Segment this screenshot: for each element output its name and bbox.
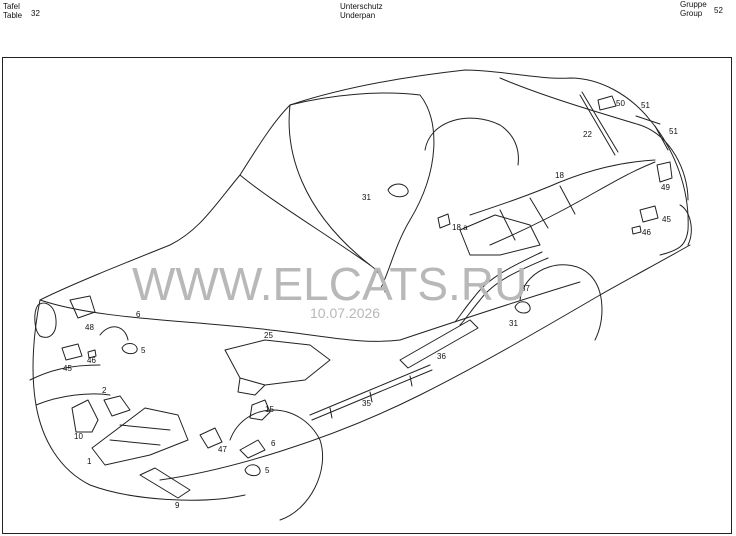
part-label-5b: 5	[265, 466, 270, 475]
table-label-en: Table	[3, 11, 23, 20]
panel-25	[224, 339, 331, 396]
part-label-36: 36	[437, 352, 446, 361]
part-label-50: 50	[616, 99, 625, 108]
headlight	[34, 302, 57, 338]
table-label-de: Tafel	[3, 2, 20, 11]
part-label-6a: 6	[136, 310, 141, 319]
part-label-15: 15	[265, 405, 274, 414]
link-51a	[635, 115, 661, 125]
grommet-5b	[244, 464, 261, 477]
bracket-50	[597, 95, 617, 111]
part-label-9: 9	[175, 501, 180, 510]
part-label-18a: 18 a	[452, 223, 468, 232]
part-label-25: 25	[264, 331, 273, 340]
part-label-22: 22	[583, 130, 592, 139]
bracket-45a	[639, 205, 659, 223]
skid-9	[139, 467, 191, 499]
clip-46b	[87, 349, 97, 359]
part-6b	[239, 439, 266, 459]
watermark-site: WWW.ELCATS.RU	[132, 258, 527, 310]
clip-46a	[631, 225, 642, 235]
part-label-37: 37	[521, 284, 530, 293]
part-label-49: 49	[661, 183, 670, 192]
a-pillar	[288, 104, 371, 266]
strip-36	[399, 319, 479, 369]
bracket-48	[69, 295, 96, 319]
windshield	[239, 174, 386, 293]
link-51b	[654, 125, 669, 151]
group-label: Gruppe Group	[680, 0, 707, 18]
car-body-outline	[32, 69, 689, 501]
part-label-2: 2	[102, 386, 107, 395]
bracket-45b	[61, 343, 83, 361]
side-molding	[399, 281, 581, 341]
grommet-5a	[121, 343, 138, 355]
group-label-en: Group	[680, 9, 703, 18]
mount-31a	[387, 183, 409, 198]
front-bumper	[29, 364, 111, 406]
side-sill	[159, 244, 691, 481]
part-label-48: 48	[85, 323, 94, 332]
rear-wheel-arch	[519, 264, 603, 341]
page-title: Unterschutz Underpan	[340, 2, 383, 20]
watermark-date: 10.07.2026	[310, 305, 380, 321]
group-label-de: Gruppe	[680, 0, 707, 9]
part-label-6b: 6	[271, 439, 276, 448]
part-label-31b: 31	[509, 319, 518, 328]
page-title-en: Underpan	[340, 11, 376, 20]
part-label-5a: 5	[141, 346, 146, 355]
part-label-18: 18	[555, 171, 564, 180]
part-label-1: 1	[87, 457, 92, 466]
strut-22	[579, 91, 619, 156]
part-label-51a: 51	[641, 101, 650, 110]
mount-31b	[514, 301, 531, 314]
bracket-49	[656, 161, 673, 183]
rear-wheel-arch-top	[424, 117, 519, 166]
part-label-31a: 31	[362, 193, 371, 202]
rear-light	[679, 204, 692, 246]
bracket-10	[71, 399, 99, 433]
trunk-line	[499, 77, 689, 201]
sill-35	[309, 364, 433, 421]
part-label-51b: 51	[669, 127, 678, 136]
rail-37	[454, 251, 549, 326]
bracket-47	[199, 427, 223, 449]
part-label-45b: 45	[63, 364, 72, 373]
front-wheel-arch	[229, 409, 324, 521]
frame-18	[469, 159, 656, 246]
clip-18a	[437, 213, 451, 229]
part-label-47: 47	[218, 445, 227, 454]
part-label-45a: 45	[662, 215, 671, 224]
part-6a	[99, 326, 129, 341]
part-label-46b: 46	[87, 356, 96, 365]
table-number: 32	[31, 9, 40, 18]
underpan-1	[91, 407, 189, 466]
part-label-46a: 46	[642, 228, 651, 237]
page-title-de: Unterschutz	[340, 2, 383, 11]
panel-18	[459, 214, 541, 256]
part-label-10: 10	[74, 432, 83, 441]
part-2	[103, 395, 131, 417]
part-label-35: 35	[362, 399, 371, 408]
table-label: Tafel Table	[3, 2, 22, 20]
group-number: 52	[714, 6, 723, 15]
part-15	[249, 399, 271, 421]
